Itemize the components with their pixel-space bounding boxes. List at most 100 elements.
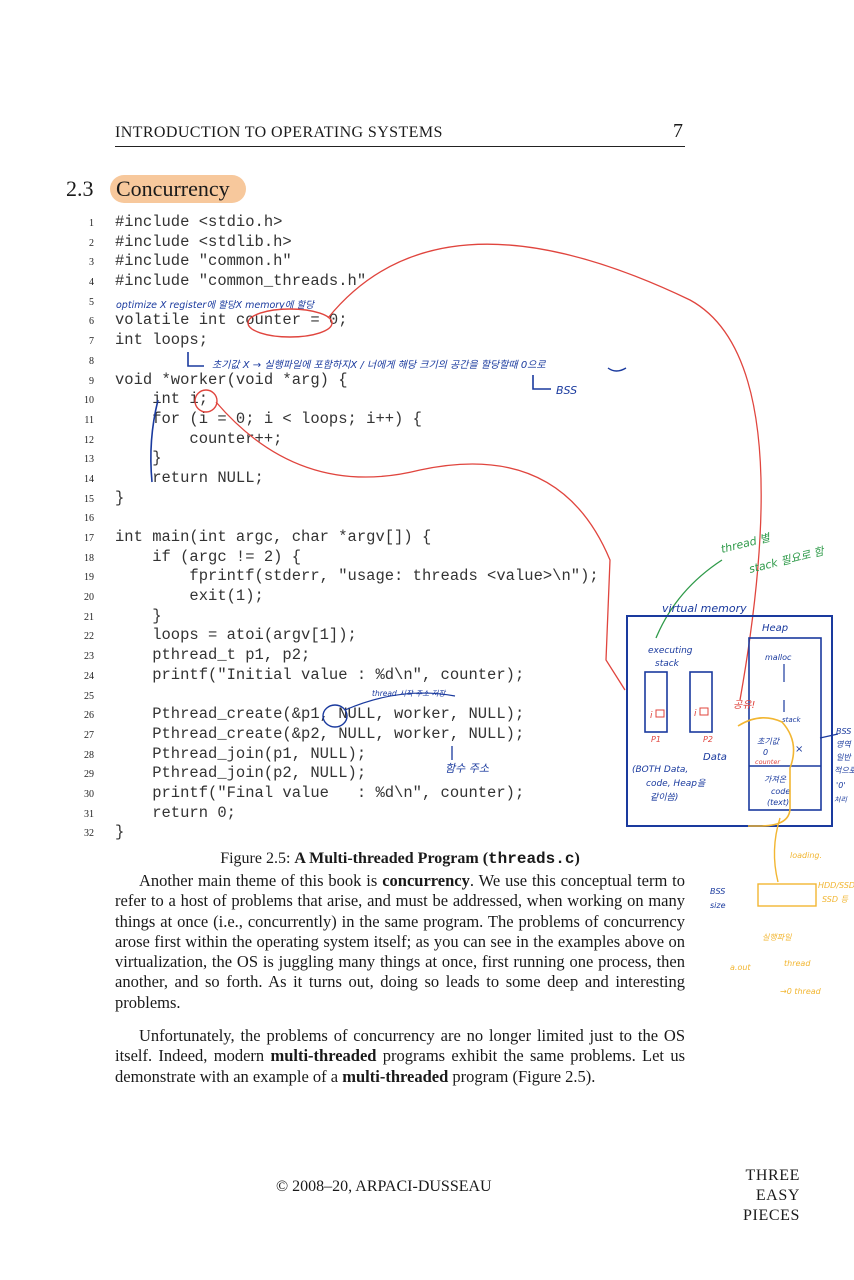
line-number: 30 bbox=[84, 788, 94, 800]
note-thread-addr: thread 시작 주소 저장 bbox=[372, 689, 446, 698]
code-note-3: (text) bbox=[767, 798, 789, 807]
x-mark: × bbox=[795, 744, 803, 755]
data-label: Data bbox=[703, 752, 727, 763]
line-number: 24 bbox=[84, 670, 94, 682]
thread-small: thread bbox=[784, 959, 811, 968]
line-number: 12 bbox=[84, 434, 94, 446]
paragraph-concurrency: Another main theme of this book is concu… bbox=[115, 871, 685, 1013]
code-text: for (i = 0; i < loops; i++) { bbox=[115, 409, 422, 428]
code-text: } bbox=[115, 449, 162, 468]
shared-note: 공유! bbox=[733, 700, 755, 711]
code-text: printf("Initial value : %d\n", counter); bbox=[115, 665, 525, 684]
line-number: 1 bbox=[89, 218, 94, 229]
bss-right-5: '0' bbox=[836, 781, 846, 790]
line-number: 31 bbox=[84, 808, 94, 820]
code-text: void *worker(void *arg) { bbox=[115, 370, 348, 389]
code-text: pthread_t p1, p2; bbox=[115, 646, 311, 665]
line-number: 11 bbox=[84, 414, 94, 426]
p2-bold-2: multi-threaded bbox=[342, 1066, 449, 1086]
page-number: 7 bbox=[673, 120, 683, 142]
stack-p1 bbox=[644, 671, 668, 733]
note-optimize: optimize X register에 할당X memory에 할당 bbox=[116, 300, 315, 311]
code-text: return NULL; bbox=[115, 468, 264, 487]
code-text: #include "common_threads.h" bbox=[115, 272, 367, 291]
code-text: } bbox=[115, 488, 125, 507]
figure-caption: Figure 2.5: A Multi-threaded Program (th… bbox=[0, 850, 800, 868]
line-number: 6 bbox=[89, 316, 94, 328]
bss-right-4: 적으로 bbox=[834, 766, 854, 775]
heap-label: Heap bbox=[762, 623, 788, 634]
line-number: 28 bbox=[84, 749, 94, 761]
p2-i: i bbox=[694, 709, 697, 719]
copyright-footer: © 2008–20, ARPACI-DUSSEAU bbox=[276, 1178, 492, 1195]
line-number: 25 bbox=[84, 690, 94, 702]
hdd-ssd-2: SSD 등 bbox=[822, 895, 849, 904]
process-box bbox=[748, 637, 822, 811]
code-text: Pthread_join(p1, NULL); bbox=[115, 744, 367, 763]
tep-line-1: THREE bbox=[745, 1167, 800, 1184]
aout-label: a.out bbox=[730, 963, 751, 972]
line-number: 17 bbox=[84, 533, 94, 544]
line-green bbox=[655, 559, 723, 639]
caption-bold: A Multi-threaded Program ( bbox=[294, 850, 489, 867]
code-text: int i; bbox=[115, 390, 209, 409]
shared-note-1: (BOTH Data, bbox=[632, 765, 688, 775]
p2-text-a: Unfortunately, the problems of concurren… bbox=[115, 1026, 685, 1066]
p1-label: P1 bbox=[651, 735, 661, 744]
code-text: #include <stdio.h> bbox=[115, 213, 283, 231]
bss-right-3: 일반 bbox=[836, 753, 852, 762]
counter-small: counter bbox=[755, 758, 781, 766]
zero-thread: →0 thread bbox=[780, 987, 822, 996]
code-text: int main(int argc, char *argv[]) { bbox=[115, 528, 432, 546]
vm-box bbox=[626, 615, 833, 827]
line-number: 9 bbox=[89, 375, 94, 387]
section-title: Concurrency bbox=[110, 175, 246, 203]
p1-text-a: Another main theme of this book is bbox=[139, 871, 383, 890]
code-text: exit(1); bbox=[115, 587, 264, 606]
code-note-2: code bbox=[771, 787, 790, 796]
line-number: 26 bbox=[84, 710, 94, 722]
code-text: loops = atoi(argv[1]); bbox=[115, 626, 357, 645]
code-text: } bbox=[115, 823, 125, 842]
line-number: 19 bbox=[84, 572, 94, 584]
line-number: 13 bbox=[84, 454, 94, 466]
line-number: 22 bbox=[84, 631, 94, 643]
bss-pointer bbox=[819, 733, 839, 739]
code-text: volatile int counter = 0; bbox=[115, 311, 348, 330]
code-text: Pthread_create(&p2, NULL, worker, NULL); bbox=[115, 724, 525, 743]
line-number: 20 bbox=[84, 592, 94, 604]
code-text: return 0; bbox=[115, 803, 236, 822]
p1-text-b: . We use this conceptual term to refer t… bbox=[115, 871, 685, 1012]
line-number: 10 bbox=[84, 395, 94, 407]
bss-right-6: 처리 bbox=[834, 796, 847, 804]
zero-label: 0 bbox=[763, 748, 768, 757]
executing-label-1: executing bbox=[648, 646, 693, 656]
note-tilde bbox=[607, 367, 627, 372]
exec-file-label: 실행파일 bbox=[762, 933, 792, 942]
book-series-mark: THREE EASY PIECES bbox=[738, 1166, 800, 1226]
section-number: 2.3 bbox=[66, 176, 94, 201]
hdd-ssd-1: HDD/SSD bbox=[818, 881, 854, 890]
line-number: 7 bbox=[89, 336, 94, 348]
caption-filename: threads.c bbox=[488, 850, 575, 868]
code-text: printf("Final value : %d\n", counter); bbox=[115, 783, 525, 802]
bss-size-2: size bbox=[710, 901, 726, 910]
line-number: 15 bbox=[84, 493, 94, 505]
line-number: 5 bbox=[89, 296, 94, 308]
stack-small-label: stack bbox=[782, 716, 802, 724]
line-number: 27 bbox=[84, 729, 94, 741]
p1-i-box bbox=[655, 709, 665, 718]
code-text: Pthread_create(&p1, NULL, worker, NULL); bbox=[115, 705, 525, 724]
vm-title: virtual memory bbox=[662, 602, 747, 615]
malloc-label: malloc bbox=[765, 653, 792, 662]
line-number: 21 bbox=[84, 611, 94, 623]
note-func-addr: 함수 주소 bbox=[445, 762, 490, 775]
line-number: 8 bbox=[89, 355, 94, 367]
code-note-1: 가져온 bbox=[764, 775, 787, 784]
line-number: 29 bbox=[84, 769, 94, 781]
code-text: if (argc != 2) { bbox=[115, 547, 302, 566]
line-number: 4 bbox=[89, 277, 94, 289]
line-number: 14 bbox=[84, 473, 94, 485]
line-number: 18 bbox=[84, 552, 94, 564]
p2-i-box bbox=[699, 707, 709, 716]
